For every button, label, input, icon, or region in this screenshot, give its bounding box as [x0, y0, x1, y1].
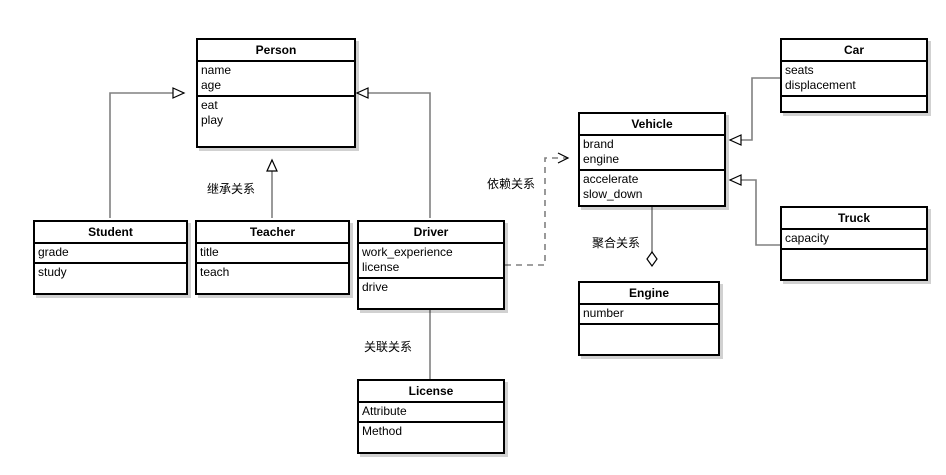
class-member: license: [362, 260, 400, 274]
class-operations-vehicle: accelerate slow_down: [580, 171, 724, 205]
class-member: name: [201, 63, 232, 77]
class-operations-driver: drive: [359, 279, 503, 308]
class-box-student[interactable]: Student grade study: [33, 220, 188, 295]
class-operations-engine: [580, 325, 718, 354]
class-attributes-driver: work_experience license: [359, 244, 503, 279]
class-member: age: [201, 78, 222, 92]
class-box-teacher[interactable]: Teacher title teach: [195, 220, 350, 295]
class-operations-teacher: teach: [197, 264, 348, 293]
class-member: Attribute: [362, 404, 407, 418]
class-title-license: License: [359, 381, 503, 403]
class-member: study: [38, 265, 67, 279]
class-title-driver: Driver: [359, 222, 503, 244]
class-attributes-engine: number: [580, 305, 718, 325]
class-member: teach: [200, 265, 230, 279]
class-member: eat: [201, 98, 218, 112]
class-box-car[interactable]: Car seats displacement: [780, 38, 928, 113]
edge-label-dependency: 依赖关系: [487, 177, 536, 191]
class-member: seats: [785, 63, 814, 77]
edge-car-vehicle: [728, 77, 780, 146]
class-box-person[interactable]: Person name age eat play: [196, 38, 356, 148]
class-box-license[interactable]: License Attribute Method: [357, 379, 505, 454]
class-member: engine: [583, 152, 620, 166]
class-attributes-truck: capacity: [782, 230, 926, 250]
class-operations-person: eat play: [198, 97, 354, 146]
class-attributes-vehicle: brand engine: [580, 136, 724, 171]
class-attributes-teacher: title: [197, 244, 348, 264]
class-attributes-license: Attribute: [359, 403, 503, 423]
class-title-car: Car: [782, 40, 926, 62]
class-attributes-person: name age: [198, 62, 354, 97]
class-title-person: Person: [198, 40, 354, 62]
edge-driver-vehicle: [505, 152, 570, 266]
class-member: title: [200, 245, 219, 259]
edge-student-person: [109, 87, 186, 218]
class-member: work_experience: [362, 245, 453, 259]
class-title-truck: Truck: [782, 208, 926, 230]
class-operations-license: Method: [359, 423, 503, 452]
edge-label-association: 关联关系: [364, 340, 413, 354]
class-operations-car: [782, 97, 926, 111]
class-member: accelerate: [583, 172, 639, 186]
edge-label-aggregation: 聚合关系: [592, 236, 641, 250]
class-member: number: [583, 306, 624, 320]
edge-truck-vehicle: [728, 174, 780, 246]
class-operations-student: study: [35, 264, 186, 293]
class-operations-truck: [782, 250, 926, 279]
class-title-student: Student: [35, 222, 186, 244]
class-box-engine[interactable]: Engine number: [578, 281, 720, 356]
edge-driver-person: [355, 87, 431, 218]
class-member: slow_down: [583, 187, 643, 201]
edge-label-inheritance: 继承关系: [207, 182, 256, 196]
class-member: brand: [583, 137, 614, 151]
class-member: capacity: [785, 231, 830, 245]
class-box-vehicle[interactable]: Vehicle brand engine accelerate slow_dow…: [578, 112, 726, 207]
class-box-truck[interactable]: Truck capacity: [780, 206, 928, 281]
class-attributes-student: grade: [35, 244, 186, 264]
class-title-vehicle: Vehicle: [580, 114, 724, 136]
class-title-engine: Engine: [580, 283, 718, 305]
class-member: drive: [362, 280, 389, 294]
class-title-teacher: Teacher: [197, 222, 348, 244]
class-member: grade: [38, 245, 69, 259]
class-member: play: [201, 113, 224, 127]
class-attributes-car: seats displacement: [782, 62, 926, 97]
class-member: displacement: [785, 78, 856, 92]
class-box-driver[interactable]: Driver work_experience license drive: [357, 220, 505, 310]
class-member: Method: [362, 424, 403, 438]
